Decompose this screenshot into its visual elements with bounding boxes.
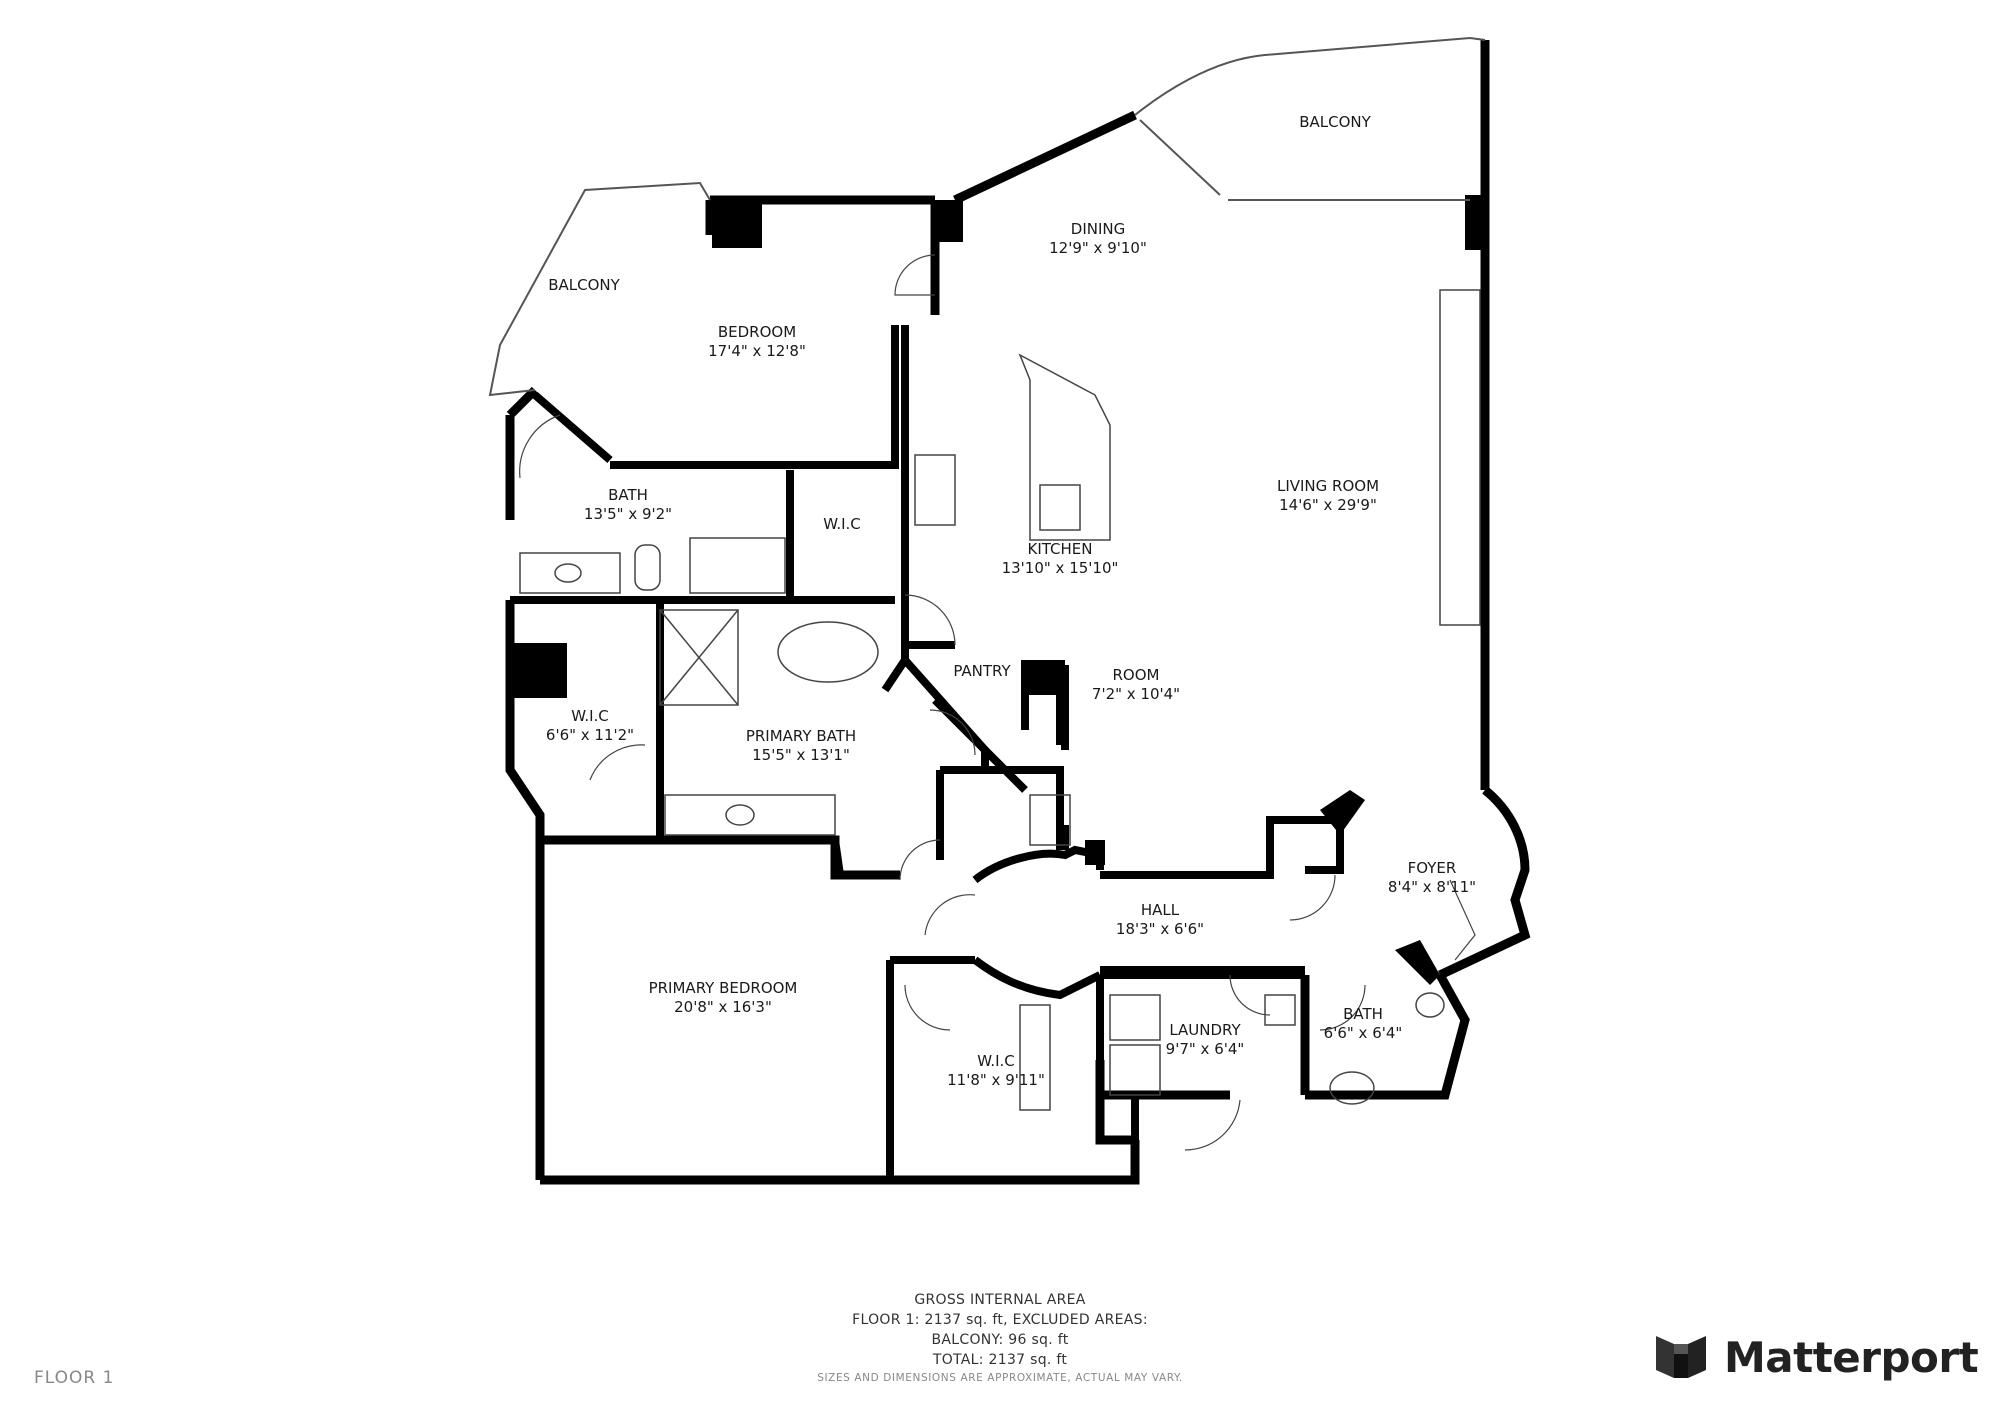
room-name: BALCONY [548,276,620,294]
area-summary: GROSS INTERNAL AREA FLOOR 1: 2137 sq. ft… [0,1290,2000,1384]
room-dims: 6'6" x 6'4" [1324,1024,1403,1042]
wall-blocks [512,195,1485,985]
room-name: PRIMARY BEDROOM [649,979,798,997]
interior-walls [506,325,1344,1180]
room-name: W.I.C [571,707,609,725]
room-name: BALCONY [1299,113,1371,131]
room-name: ROOM [1113,666,1160,684]
room-dims: 13'10" x 15'10" [1002,559,1119,577]
room-dims: 14'6" x 29'9" [1279,496,1377,514]
brand-name: Matterport [1724,1332,1979,1382]
room-name: BEDROOM [718,323,796,341]
room-dims: 6'6" x 11'2" [546,726,634,744]
room-dims: 20'8" x 16'3" [674,998,772,1016]
brand: Matterport [1652,1330,1979,1384]
room-dims: 9'7" x 6'4" [1166,1040,1245,1058]
room-name: HALL [1141,901,1180,919]
matterport-logo-icon [1656,1336,1706,1378]
room-dims: 15'5" x 13'1" [752,746,850,764]
balconies [488,36,1486,397]
room-name: BATH [608,486,648,504]
area-total-line: TOTAL: 2137 sq. ft [932,1352,1068,1368]
room-labels: BALCONY BALCONY DINING 12'9" x 9'10" BED… [546,113,1476,1089]
room-name: W.I.C [823,515,861,533]
disclaimer: SIZES AND DIMENSIONS ARE APPROXIMATE, AC… [817,1372,1183,1384]
room-name: FOYER [1408,859,1457,877]
room-name: KITCHEN [1028,540,1093,558]
room-dims: 8'4" x 8'11" [1388,878,1476,896]
room-dims: 17'4" x 12'8" [708,342,806,360]
room-name: LIVING ROOM [1277,477,1379,495]
room-name: PANTRY [953,662,1011,680]
area-heading: GROSS INTERNAL AREA [914,1292,1086,1308]
room-name: BATH [1343,1005,1383,1023]
doors [519,254,1476,1151]
room-dims: 13'5" x 9'2" [584,505,672,523]
fixtures [519,289,1481,1111]
room-name: LAUNDRY [1169,1021,1241,1039]
room-dims: 18'3" x 6'6" [1116,920,1204,938]
room-dims: 7'2" x 10'4" [1092,685,1180,703]
area-balcony-line: BALCONY: 96 sq. ft [931,1332,1069,1348]
room-name: DINING [1071,220,1125,238]
room-dims: 12'9" x 9'10" [1049,239,1147,257]
floor-label: FLOOR 1 [34,1368,115,1388]
area-floor-line: FLOOR 1: 2137 sq. ft, EXCLUDED AREAS: [852,1312,1148,1328]
room-dims: 11'8" x 9'11" [947,1071,1045,1089]
room-name: PRIMARY BATH [746,727,856,745]
room-name: W.I.C [977,1052,1015,1070]
